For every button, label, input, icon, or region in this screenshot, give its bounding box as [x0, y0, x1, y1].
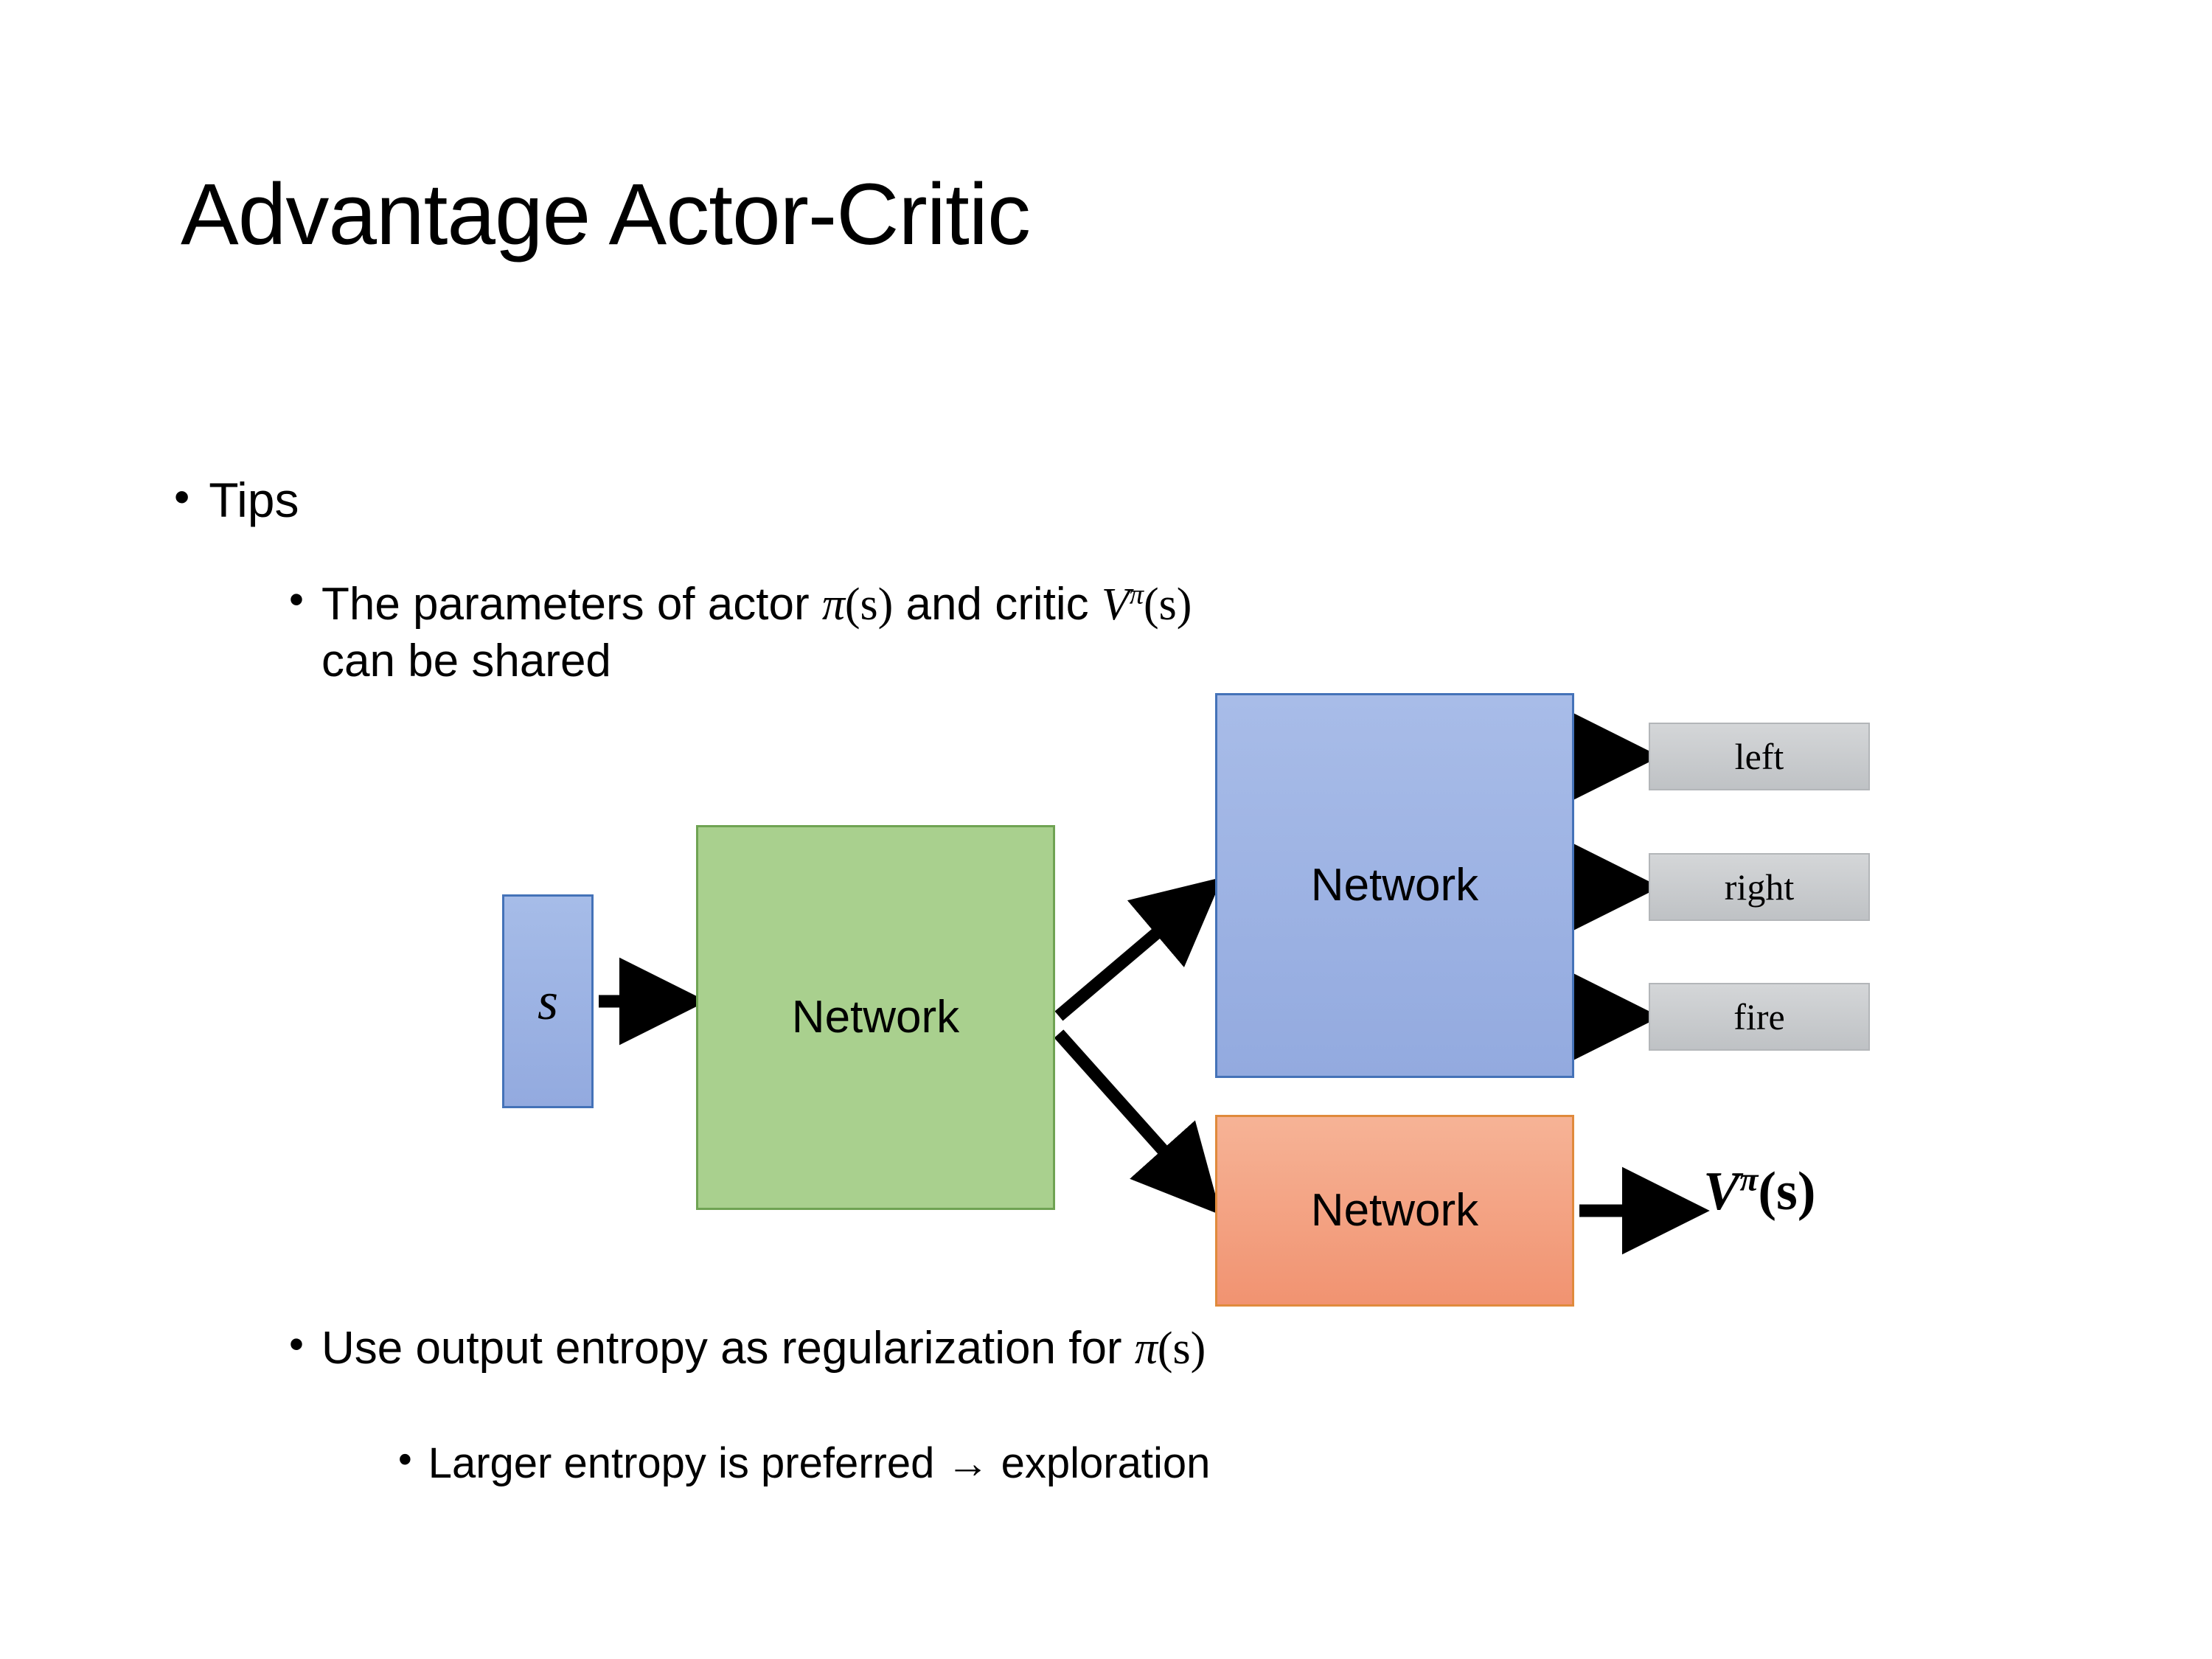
bullet-dot-icon: •	[398, 1438, 412, 1482]
critic-network-label: Network	[1310, 1185, 1479, 1236]
action-label-fire: fire	[1733, 996, 1785, 1037]
critic-arg-text: (s)	[1143, 580, 1192, 630]
bullet-entropy-label: Use output entropy as regularization for…	[321, 1321, 1206, 1376]
value-function-output-label: Vπ(s)	[1703, 1161, 1816, 1222]
bullet-dot-icon: •	[289, 1321, 304, 1368]
page-title: Advantage Actor-Critic	[181, 166, 1031, 263]
bullet-larger-entropy-label: Larger entropy is preferred → exploratio…	[428, 1439, 1211, 1487]
shared-to-critic-network-arrow	[1054, 1029, 1221, 1215]
value-arg-text: (s)	[1758, 1161, 1816, 1222]
bullet-larger-entropy: • Larger entropy is preferred → explorat…	[398, 1438, 1210, 1489]
actor-pi-symbol: π	[821, 580, 845, 630]
bullet-dot-icon: •	[289, 576, 304, 624]
entropy-arg-text: (s)	[1157, 1324, 1206, 1374]
critic-pi-superscript: π	[1129, 579, 1144, 611]
actor-arg-text: (s)	[844, 580, 894, 630]
actor-network-box[interactable]: Network	[1215, 693, 1574, 1078]
bullet-dot-icon: •	[174, 471, 190, 522]
critic-network-box[interactable]: Network	[1215, 1115, 1574, 1307]
bullet-tips-label: Tips	[209, 473, 299, 527]
bullet-tips: • Tips	[174, 472, 299, 529]
action-box-fire[interactable]: fire	[1649, 983, 1870, 1051]
action-box-left[interactable]: left	[1649, 723, 1870, 790]
shared-network-label: Network	[791, 992, 960, 1043]
action-label-left: left	[1734, 736, 1784, 777]
action-box-right[interactable]: right	[1649, 853, 1870, 921]
action-label-right: right	[1724, 866, 1795, 908]
shared-continuation-text: can be shared	[321, 635, 611, 686]
bullet-shared-parameters: • The parameters of actor π(s) and criti…	[289, 577, 1764, 689]
shared-network-box[interactable]: Network	[696, 825, 1055, 1210]
shared-to-actor-network-arrow	[1054, 877, 1223, 1021]
shared-prefix-text: The parameters of actor	[321, 579, 822, 630]
state-label: s	[537, 971, 559, 1031]
bullet-shared-parameters-label: The parameters of actor π(s) and critic …	[321, 577, 1737, 689]
bullet-entropy-regularization: • Use output entropy as regularization f…	[289, 1321, 1206, 1376]
critic-v-symbol: V	[1101, 580, 1130, 630]
state-input-box[interactable]: s	[502, 894, 594, 1108]
value-pi-superscript: π	[1739, 1160, 1759, 1198]
shared-middle-text: and critic	[893, 579, 1102, 630]
actor-network-label: Network	[1310, 860, 1479, 911]
entropy-pi-symbol: π	[1134, 1324, 1158, 1374]
entropy-prefix-text: Use output entropy as regularization for	[321, 1323, 1135, 1374]
value-v-symbol: V	[1703, 1161, 1740, 1222]
